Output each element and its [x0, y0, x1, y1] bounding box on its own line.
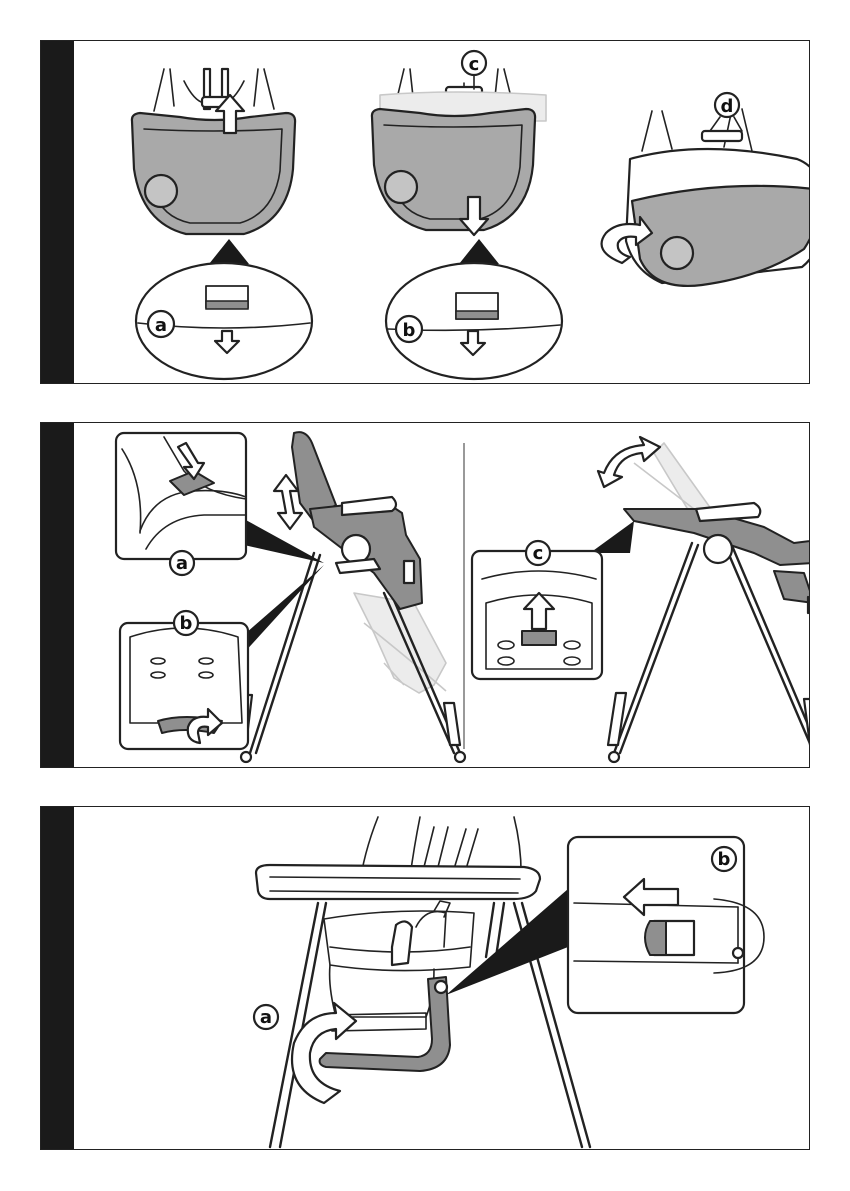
- callout-b: b: [403, 320, 416, 341]
- callout-c: c: [469, 54, 480, 75]
- callout-a: a: [176, 553, 188, 574]
- figure-a-tray-front: a: [132, 69, 312, 379]
- step-panel-2: a b: [40, 422, 810, 768]
- figure-d-tray-angled: d: [602, 93, 810, 286]
- figure-bc-tray-front: c b: [372, 51, 562, 379]
- callout-a: a: [155, 315, 167, 336]
- seat-adjust-illustration: a b: [74, 423, 810, 768]
- inset-a-recline-lever: a: [116, 433, 246, 575]
- step-side-bar: [41, 423, 74, 767]
- step-side-bar: [41, 807, 74, 1149]
- callout-b: b: [718, 849, 731, 870]
- callout-d: d: [721, 96, 734, 117]
- step-panel-3: a b: [40, 806, 810, 1150]
- chair-height-adjust: [236, 432, 465, 762]
- footrest-illustration: a b: [74, 807, 810, 1150]
- step-side-bar: [41, 41, 74, 383]
- callout-b: b: [180, 613, 193, 634]
- callout-c: c: [533, 543, 544, 564]
- inset-b-bottom-lever: b: [120, 611, 248, 749]
- chair-recline-adjust: [590, 437, 810, 762]
- tray-removal-illustration: a c b: [74, 41, 810, 384]
- step-panel-1: a c b: [40, 40, 810, 384]
- callout-a: a: [260, 1007, 272, 1028]
- inset-c-recline-button: c: [472, 541, 602, 679]
